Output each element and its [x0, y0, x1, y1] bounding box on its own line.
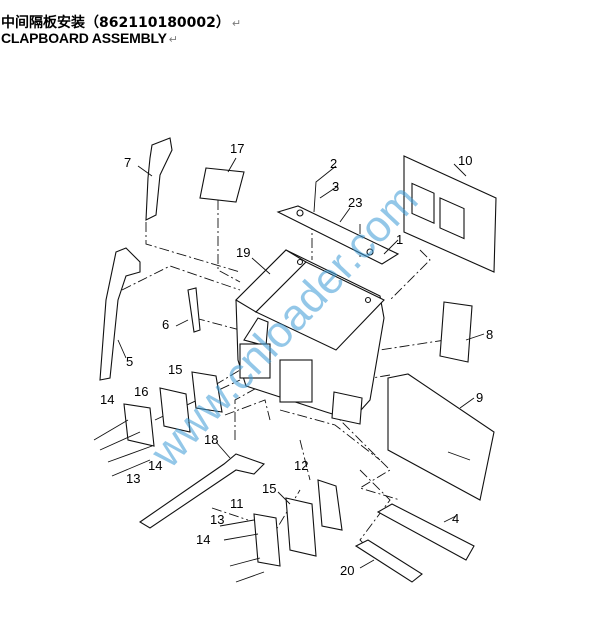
label-part-23: 23: [348, 195, 362, 210]
part-22-bar: [354, 539, 423, 583]
label-part-11: 11: [230, 496, 244, 511]
title-chinese: 中间隔板安装（862110180002）↵: [1, 12, 241, 32]
label-part-14b: 14: [196, 532, 210, 547]
part-21-main-housing: [235, 249, 385, 425]
label-part-5: 5: [126, 354, 133, 369]
label-part-6: 6: [162, 317, 169, 332]
assembly-lines: [121, 200, 446, 551]
label-part-10: 10: [458, 153, 472, 168]
part-15-gasket: [285, 497, 317, 557]
label-part-20: 18: [204, 432, 218, 447]
part-18-gasket: [159, 387, 191, 433]
label-part-3: 3: [332, 179, 339, 194]
label-part-13b: 13: [210, 512, 224, 527]
label-part-1: 1: [396, 232, 403, 247]
label-part-18: 16: [134, 384, 148, 399]
part-4-bar: [376, 503, 475, 561]
label-part-16: 14: [100, 392, 114, 407]
label-part-22: 20: [340, 563, 354, 578]
label-part-13a: 13: [126, 471, 140, 486]
label-part-7: 7: [124, 155, 131, 170]
label-part-15: 15: [262, 481, 276, 496]
title-english: CLAPBOARD ASSEMBLY↵: [1, 30, 178, 46]
label-part-19: 17: [230, 141, 244, 156]
label-part-21: 19: [236, 245, 250, 260]
return-mark: ↵: [168, 34, 178, 46]
part-6-small-plate: [187, 287, 201, 333]
part-17-gasket: [191, 371, 223, 413]
title-chinese-text: 中间隔板安装（862110180002）: [1, 15, 230, 31]
label-part-17: 15: [168, 362, 182, 377]
label-part-2: 2: [330, 156, 337, 171]
watermark-text: www.cnloader.com: [141, 175, 428, 477]
part-7-side-panel: [145, 137, 173, 221]
label-part-12: 12: [294, 458, 308, 473]
return-mark: ↵: [231, 17, 242, 30]
title-english-text: CLAPBOARD ASSEMBLY: [1, 30, 167, 46]
label-part-14a: 14: [148, 458, 162, 473]
part-12-plate: [317, 479, 343, 531]
part-9-big-plate: [387, 373, 495, 501]
label-part-9: 9: [476, 390, 483, 405]
part-19-plate: [199, 167, 245, 203]
part-5-long-bracket: [99, 247, 141, 381]
part-8-plate: [439, 301, 473, 363]
part-20-l-bracket: [138, 453, 266, 529]
label-part-8: 8: [486, 327, 493, 342]
part-11-plate: [253, 513, 281, 567]
part-labels: 2 3 23 1 10 7 17 19 6 5 8 9 15 16 14 18 …: [100, 141, 493, 578]
label-part-4: 4: [452, 511, 459, 526]
